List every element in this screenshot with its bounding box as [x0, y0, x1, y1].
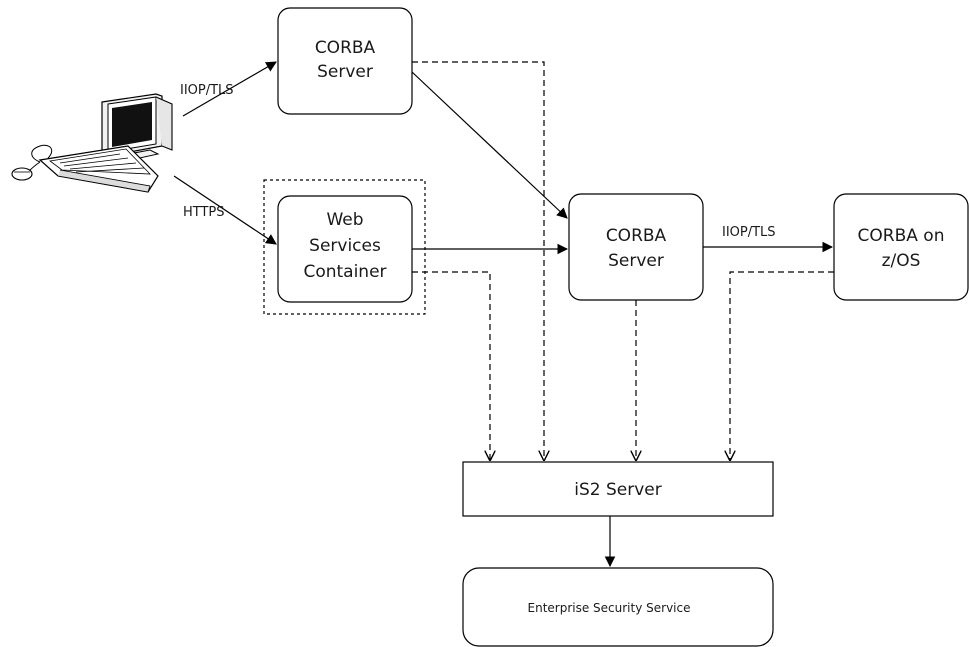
is2-server-label: iS2 Server: [574, 480, 661, 500]
client-computer-icon: [11, 93, 173, 193]
edge-label-https: HTTPS: [183, 205, 225, 220]
is2-server-node[interactable]: iS2 Server: [462, 461, 774, 517]
web-services-boundary: [263, 179, 426, 315]
enterprise-security-service-node[interactable]: Enterprise Security Service: [462, 567, 774, 647]
corba-server-top-label-1: CORBA: [315, 38, 376, 58]
corba-zos-label-2: z/OS: [882, 251, 921, 271]
corba-server-mid-label-1: CORBA: [606, 226, 667, 246]
web-services-label-1: Web: [326, 210, 363, 230]
enterprise-security-service-label: Enterprise Security Service: [528, 601, 691, 615]
edge-web-services-to-is2: [412, 271, 490, 460]
corba-zos-node[interactable]: CORBA on z/OS: [833, 193, 969, 301]
edge-client-to-web-services: [173, 175, 277, 245]
corba-server-top-node[interactable]: CORBA Server: [277, 7, 413, 115]
corba-server-mid-node[interactable]: CORBA Server: [568, 193, 704, 301]
edge-corba-zos-to-is2: [730, 271, 834, 460]
edge-corba-top-to-is2: [412, 61, 544, 460]
corba-server-mid-label-2: Server: [608, 251, 664, 271]
web-services-label-2: Services: [309, 236, 381, 256]
edge-label-iiop-tls-zos: IIOP/TLS: [722, 225, 776, 240]
web-services-container-node[interactable]: Web Services Container: [277, 195, 413, 303]
corba-server-top-label-2: Server: [317, 62, 373, 82]
edge-client-to-corba-top: [182, 61, 277, 117]
edge-corba-top-to-corba-mid: [411, 71, 568, 219]
edge-label-iiop-tls-client: IIOP/TLS: [180, 83, 234, 98]
web-services-label-3: Container: [303, 262, 386, 282]
corba-zos-label-1: CORBA on: [858, 226, 945, 246]
